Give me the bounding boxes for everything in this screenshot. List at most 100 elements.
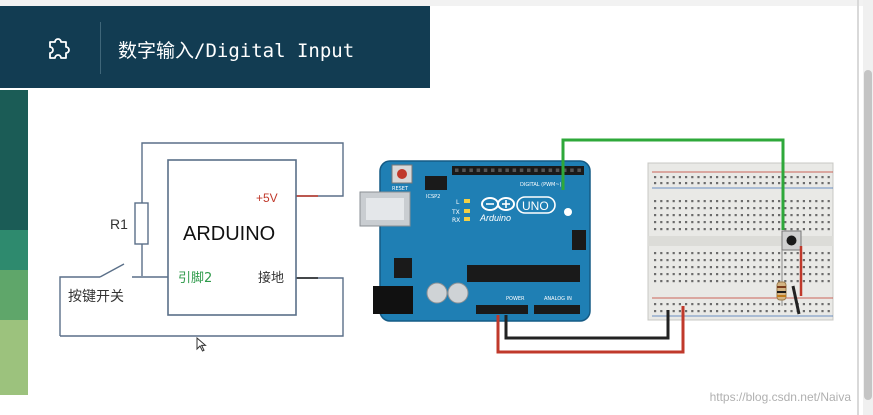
breadboard-hole xyxy=(771,214,774,217)
breadboard-hole xyxy=(827,266,830,269)
breadboard-hole xyxy=(821,252,824,255)
breadboard-hole xyxy=(666,221,669,224)
power-label: POWER xyxy=(506,296,525,302)
breadboard-hole xyxy=(802,303,805,306)
breadboard-hole xyxy=(697,214,700,217)
reset-button-cap xyxy=(397,169,407,179)
switch-left-wire xyxy=(59,276,100,336)
breadboard-hole xyxy=(672,207,675,210)
breadboard-hole xyxy=(759,207,762,210)
breadboard-hole xyxy=(759,221,762,224)
breadboard-hole xyxy=(740,266,743,269)
breadboard-hole xyxy=(778,182,781,185)
header-pin xyxy=(491,168,495,172)
breadboard-hole xyxy=(809,228,812,231)
breadboard-hole xyxy=(790,221,793,224)
breadboard-hole xyxy=(778,273,781,276)
breadboard-hole xyxy=(771,176,774,179)
breadboard-hole xyxy=(753,207,756,210)
breadboard-hole xyxy=(660,280,663,283)
signal-wire xyxy=(561,138,785,230)
breadboard-hole xyxy=(765,303,768,306)
breadboard-hole xyxy=(691,310,694,313)
breadboard-hole xyxy=(703,214,706,217)
breadboard-hole xyxy=(666,280,669,283)
breadboard-hole xyxy=(697,266,700,269)
breadboard-hole xyxy=(821,266,824,269)
digital-header-pins xyxy=(455,168,581,172)
breadboard-hole xyxy=(802,228,805,231)
breadboard-hole xyxy=(827,214,830,217)
header-pin xyxy=(519,168,524,172)
breadboard-hole xyxy=(685,310,688,313)
gnd-label: 接地 xyxy=(258,270,284,286)
header-pin xyxy=(570,168,574,172)
breadboard-hole xyxy=(827,273,830,276)
breadboard-hole xyxy=(709,182,712,185)
breadboard-hole xyxy=(809,207,812,210)
uno-label: UNO xyxy=(522,199,549,213)
breadboard-hole xyxy=(709,200,712,203)
scrollbar-thumb[interactable] xyxy=(864,70,872,400)
vcc-loop-wire xyxy=(141,142,344,203)
breadboard-hole xyxy=(697,252,700,255)
breadboard-hole xyxy=(685,176,688,179)
breadboard-hole xyxy=(678,200,681,203)
breadboard-hole xyxy=(678,252,681,255)
breadboard-hole xyxy=(815,252,818,255)
breadboard-hole xyxy=(778,259,781,262)
breadboard-hole xyxy=(802,273,805,276)
icsp2-header xyxy=(425,176,447,190)
breadboard-hole xyxy=(716,200,719,203)
breadboard-hole xyxy=(809,182,812,185)
breadboard-hole xyxy=(709,228,712,231)
ground-wire xyxy=(504,310,670,340)
breadboard-hole xyxy=(821,303,824,306)
breadboard-hole xyxy=(672,182,675,185)
breadboard-hole xyxy=(821,176,824,179)
breadboard-hole xyxy=(802,207,805,210)
breadboard-hole xyxy=(747,280,750,283)
breadboard-hole xyxy=(709,273,712,276)
breadboard-hole xyxy=(759,280,762,283)
breadboard-hole xyxy=(784,252,787,255)
breadboard-hole xyxy=(765,214,768,217)
led-label-tx: TX xyxy=(451,209,460,216)
breadboard-hole xyxy=(697,280,700,283)
breadboard-hole xyxy=(815,228,818,231)
breadboard-hole xyxy=(765,207,768,210)
breadboard-hole xyxy=(747,182,750,185)
breadboard-hole xyxy=(672,280,675,283)
breadboard-hole xyxy=(796,214,799,217)
breadboard-hole xyxy=(654,310,657,313)
breadboard-hole xyxy=(716,273,719,276)
breadboard-hole xyxy=(654,303,657,306)
breadboard-hole xyxy=(753,176,756,179)
breadboard-hole xyxy=(660,176,663,179)
breadboard-hole xyxy=(790,176,793,179)
breadboard-hole xyxy=(691,252,694,255)
breadboard-hole xyxy=(778,252,781,255)
header-pin xyxy=(512,168,517,172)
breadboard-hole xyxy=(660,303,663,306)
breadboard-hole xyxy=(747,266,750,269)
content-edge xyxy=(857,0,859,415)
vertical-scrollbar[interactable] xyxy=(863,0,873,415)
breadboard-hole xyxy=(660,310,663,313)
breadboard-hole xyxy=(672,200,675,203)
header-pin xyxy=(527,168,531,172)
analog-header xyxy=(534,305,580,314)
resistor-band xyxy=(777,286,786,288)
breadboard-hole xyxy=(734,207,737,210)
breadboard-hole xyxy=(678,182,681,185)
side-accent-segment xyxy=(0,320,28,395)
breadboard-hole xyxy=(759,214,762,217)
breadboard-hole xyxy=(771,221,774,224)
side-accent-segment xyxy=(0,230,28,270)
breadboard-hole xyxy=(778,221,781,224)
puzzle-icon xyxy=(49,38,70,59)
breadboard-hole xyxy=(666,266,669,269)
breadboard-hole xyxy=(672,214,675,217)
chip-label: ARDUINO xyxy=(183,223,275,245)
breadboard-hole xyxy=(716,303,719,306)
